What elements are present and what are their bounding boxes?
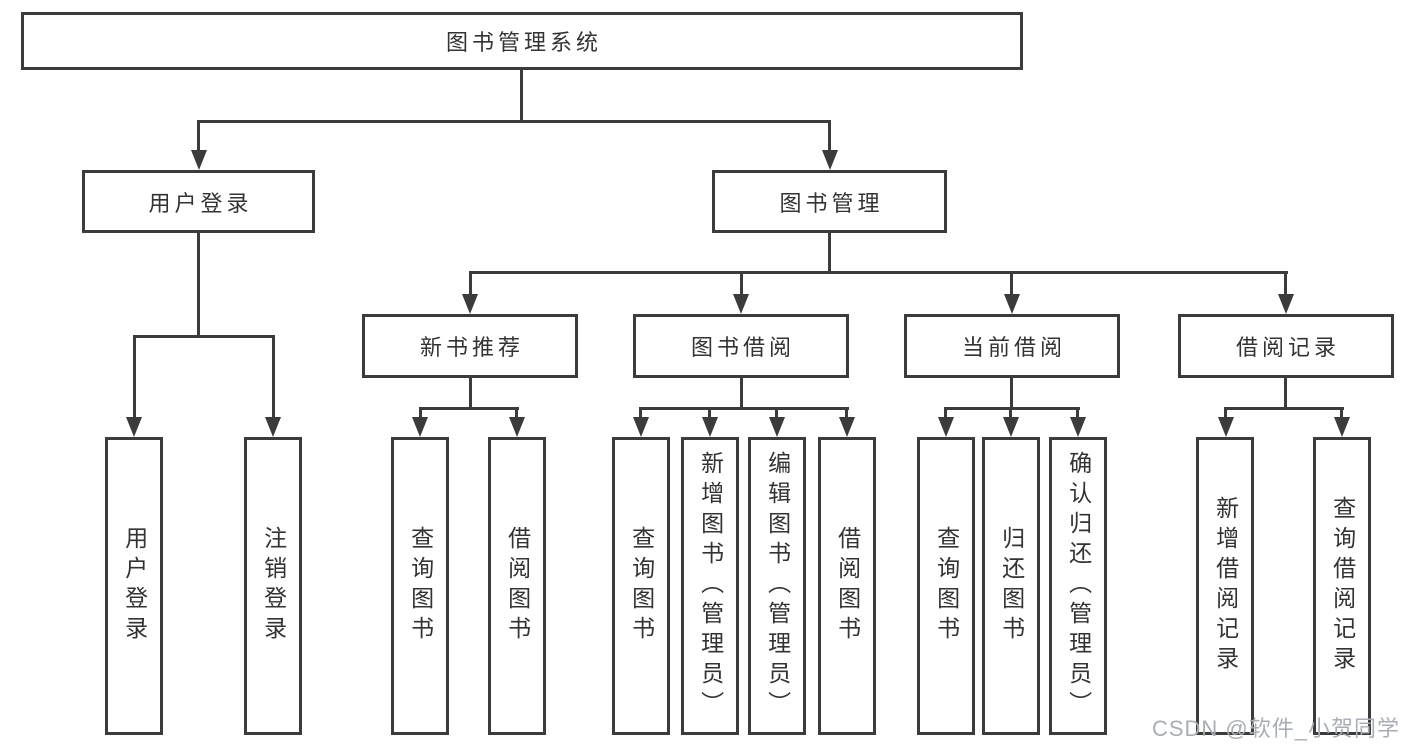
- node-current-borrow-label: 当前借阅: [961, 335, 1066, 360]
- node-borrow-records: 借阅记录: [1178, 314, 1394, 378]
- connector-login-drop-1: [133, 335, 136, 419]
- node-root-label: 图书管理系统: [445, 30, 602, 55]
- connector-root-stem: [520, 70, 523, 120]
- leaf-query-borrow-record-label: 查询借阅记录: [1329, 496, 1356, 676]
- connector-current-stem: [1010, 378, 1013, 409]
- connector-borrow-drop-4: [845, 407, 848, 419]
- leaf-query-books-borrow-label: 查询图书: [628, 526, 655, 646]
- node-new-book-recommend: 新书推荐: [362, 314, 578, 378]
- leaf-return-book-label: 归还图书: [998, 526, 1025, 646]
- connector-current-rail: [944, 407, 1080, 410]
- connector-mgmt-drop-1: [469, 271, 472, 296]
- connector-records-drop-2: [1340, 407, 1343, 419]
- leaf-add-book-admin-label: 新增图书（管理员）: [697, 451, 724, 721]
- arrow-down-icon: [1003, 417, 1019, 437]
- arrow-down-icon: [462, 294, 478, 314]
- arrow-down-icon: [412, 417, 428, 437]
- connector-mgmt-rail: [469, 271, 1288, 274]
- connector-mgmt-drop-2: [740, 271, 743, 296]
- leaf-query-books-newbook-label: 查询图书: [407, 526, 434, 646]
- arrow-down-icon: [769, 417, 785, 437]
- leaf-edit-book-admin-label: 编辑图书（管理员）: [764, 451, 791, 721]
- connector-records-drop-1: [1224, 407, 1227, 419]
- leaf-confirm-return-admin-label: 确认归还（管理员）: [1065, 451, 1092, 721]
- connector-current-drop-2: [1009, 407, 1012, 419]
- connector-mgmt-drop-3: [1010, 271, 1013, 296]
- connector-borrow-stem: [740, 378, 743, 409]
- arrow-down-icon: [509, 417, 525, 437]
- connector-borrow-drop-2: [708, 407, 711, 419]
- node-current-borrow: 当前借阅: [904, 314, 1120, 378]
- csdn-watermark: CSDN @软件_小贺同学: [1151, 716, 1400, 741]
- leaf-add-book-admin: 新增图书（管理员）: [681, 437, 739, 735]
- leaf-user-login: 用户登录: [105, 437, 163, 735]
- node-user-login: 用户登录: [82, 170, 315, 233]
- leaf-logout-label: 注销登录: [260, 526, 287, 646]
- leaf-borrow-books-borrow-label: 借阅图书: [834, 526, 861, 646]
- connector-current-drop-3: [1076, 407, 1079, 419]
- node-new-book-recommend-label: 新书推荐: [419, 335, 524, 360]
- connector-newbook-drop-2: [515, 407, 518, 419]
- connector-borrow-drop-1: [639, 407, 642, 419]
- node-book-borrow: 图书借阅: [633, 314, 849, 378]
- connector-newbook-rail: [419, 407, 519, 410]
- connector-current-drop-1: [944, 407, 947, 419]
- arrow-down-icon: [733, 294, 749, 314]
- leaf-query-books-newbook: 查询图书: [391, 437, 449, 735]
- leaf-logout: 注销登录: [244, 437, 302, 735]
- leaf-user-login-label: 用户登录: [121, 526, 148, 646]
- connector-login-drop-2: [272, 335, 275, 419]
- leaf-borrow-books-newbook: 借阅图书: [488, 437, 546, 735]
- arrow-down-icon: [265, 417, 281, 437]
- connector-records-stem: [1284, 378, 1287, 409]
- arrow-down-icon: [1218, 417, 1234, 437]
- connector-login-rail: [133, 335, 275, 338]
- connector-root-drop-right: [828, 120, 831, 152]
- leaf-query-books-current-label: 查询图书: [933, 526, 960, 646]
- node-borrow-records-label: 借阅记录: [1235, 335, 1340, 360]
- leaf-borrow-books-borrow: 借阅图书: [818, 437, 876, 735]
- arrow-down-icon: [633, 417, 649, 437]
- node-book-borrow-label: 图书借阅: [690, 335, 795, 360]
- arrow-down-icon: [1334, 417, 1350, 437]
- arrow-down-icon: [822, 150, 838, 170]
- arrow-down-icon: [191, 150, 207, 170]
- connector-root-rail: [198, 120, 831, 123]
- leaf-add-borrow-record-label: 新增借阅记录: [1212, 496, 1239, 676]
- connector-records-rail: [1224, 407, 1344, 410]
- arrow-down-icon: [702, 417, 718, 437]
- leaf-edit-book-admin: 编辑图书（管理员）: [748, 437, 806, 735]
- node-root: 图书管理系统: [21, 12, 1023, 70]
- arrow-down-icon: [839, 417, 855, 437]
- leaf-add-borrow-record: 新增借阅记录: [1196, 437, 1254, 735]
- connector-newbook-drop-1: [419, 407, 422, 419]
- connector-newbook-stem: [469, 378, 472, 409]
- connector-mgmt-drop-4: [1284, 271, 1287, 296]
- arrow-down-icon: [1070, 417, 1086, 437]
- leaf-borrow-books-newbook-label: 借阅图书: [504, 526, 531, 646]
- connector-root-drop-left: [197, 120, 200, 152]
- connector-borrow-drop-3: [775, 407, 778, 419]
- node-user-login-label: 用户登录: [148, 190, 253, 216]
- arrow-down-icon: [938, 417, 954, 437]
- node-book-management: 图书管理: [712, 170, 947, 233]
- node-book-management-label: 图书管理: [779, 190, 884, 216]
- leaf-query-books-current: 查询图书: [917, 437, 975, 735]
- leaf-query-borrow-record: 查询借阅记录: [1313, 437, 1371, 735]
- leaf-confirm-return-admin: 确认归还（管理员）: [1049, 437, 1107, 735]
- connector-borrow-rail: [639, 407, 849, 410]
- leaf-query-books-borrow: 查询图书: [612, 437, 670, 735]
- arrow-down-icon: [126, 417, 142, 437]
- arrow-down-icon: [1278, 294, 1294, 314]
- connector-login-stem: [197, 233, 200, 336]
- arrow-down-icon: [1004, 294, 1020, 314]
- leaf-return-book: 归还图书: [982, 437, 1040, 735]
- connector-mgmt-stem: [828, 233, 831, 273]
